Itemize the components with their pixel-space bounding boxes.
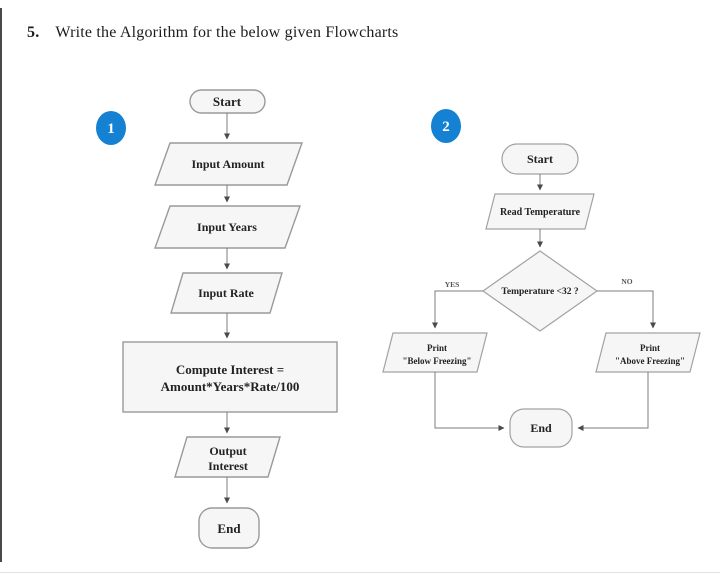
- flow1-compute-label-line1: Compute Interest =: [176, 362, 284, 377]
- flow1-input-amount-label: Input Amount: [191, 157, 264, 171]
- flow2-end-label: End: [530, 421, 552, 435]
- connector-print-above-to-end: [577, 372, 649, 431]
- flow2-no-branch-label: NO: [621, 277, 632, 286]
- flow2-read-temperature-label: Read Temperature: [500, 207, 581, 218]
- question-heading: 5. Write the Algorithm for the below give…: [27, 24, 667, 42]
- question-number: 5.: [27, 24, 40, 41]
- flow1-output-parallelogram: [174, 436, 281, 478]
- flow1-end-terminator: [198, 507, 260, 549]
- flow1-end-label: End: [217, 521, 241, 536]
- flowchart1-number-badge: [96, 111, 126, 145]
- flow2-print-above-parallelogram: [595, 332, 701, 373]
- connector-decision-no-to-print-above: [597, 290, 656, 329]
- flowchart-2: 2 Start Read Temperature Temperature <32…: [382, 109, 701, 448]
- flowchart2-number-badge: [431, 109, 461, 143]
- connector-decision-yes-to-print-below: [432, 290, 483, 329]
- flow1-input-years-parallelogram: [154, 205, 301, 249]
- flow2-print-below-label-line2: "Below Freezing": [402, 356, 471, 366]
- flow1-compute-process-box: [122, 341, 338, 413]
- flow2-start-label: Start: [527, 152, 553, 166]
- flow1-compute-label-line2: Amount*Years*Rate/100: [161, 379, 300, 394]
- flow1-input-rate-label: Input Rate: [198, 286, 254, 300]
- flowchart1-number-badge-label: 1: [107, 121, 115, 137]
- flow1-input-amount-parallelogram: [154, 142, 303, 186]
- flow2-read-temperature-parallelogram: [485, 193, 595, 230]
- flow2-print-above-label-line1: Print: [640, 343, 660, 353]
- page-bottom-rule: [0, 572, 720, 573]
- flow2-yes-branch-label: YES: [445, 280, 460, 289]
- question-text: Write the Algorithm for the below given …: [55, 24, 399, 41]
- flow1-input-rate-parallelogram: [170, 272, 283, 314]
- flowchart-1: 1 Start Input Amount Input Years Input R…: [96, 89, 338, 549]
- flow2-decision-diamond: [481, 250, 599, 332]
- page-left-border-line: [0, 8, 2, 562]
- flow2-print-above-label-line2: "Above Freezing": [615, 356, 685, 366]
- flowchart2-number-badge-label: 2: [442, 119, 450, 135]
- flow2-end-terminator: [509, 408, 573, 448]
- flow2-print-below-label-line1: Print: [427, 343, 447, 353]
- flow1-output-label-line1: Output: [209, 444, 246, 458]
- flow1-input-years-label: Input Years: [197, 220, 257, 234]
- flow1-start-label: Start: [213, 94, 242, 109]
- flow2-print-below-parallelogram: [382, 332, 488, 373]
- connector-print-below-to-end: [434, 372, 505, 431]
- flow1-output-label-line2: Interest: [208, 459, 248, 473]
- flow2-decision-label: Temperature <32 ?: [501, 287, 578, 297]
